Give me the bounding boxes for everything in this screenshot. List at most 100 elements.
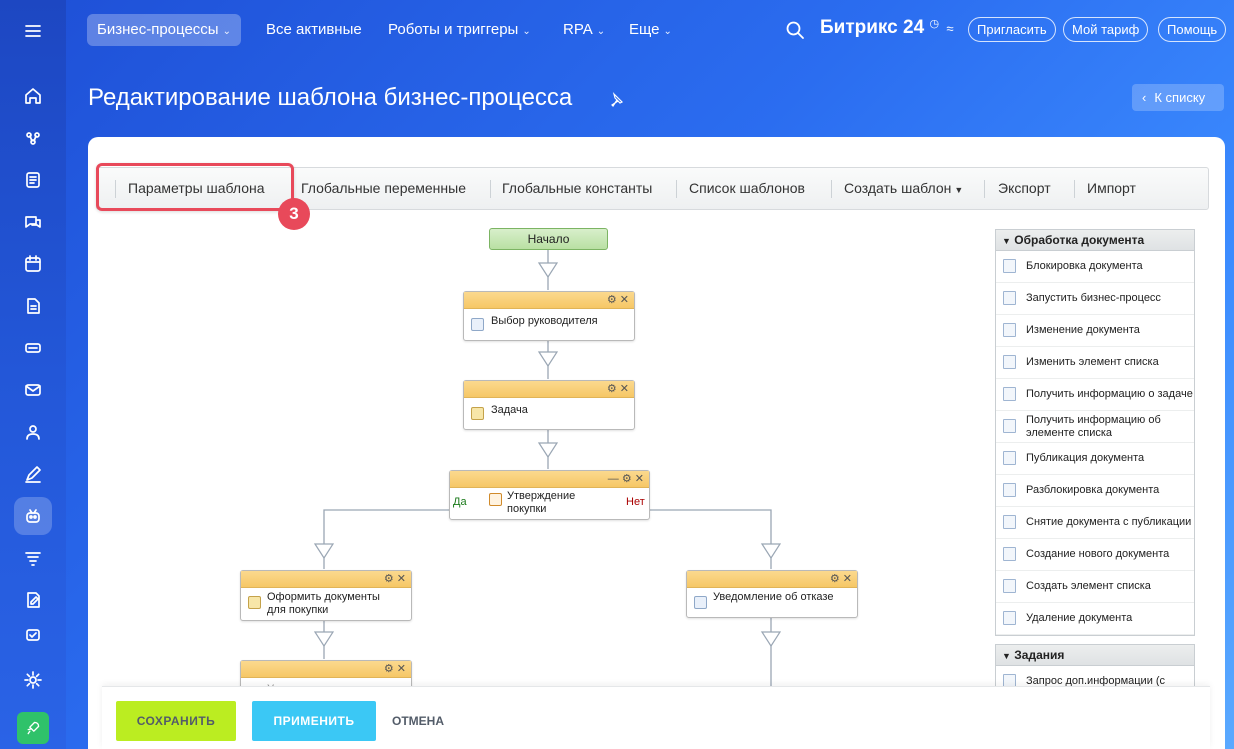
my-tariff-button[interactable]: Мой тариф: [1063, 17, 1149, 42]
activity-controls[interactable]: ⚙ ✕: [383, 663, 406, 675]
new-document-icon: [1003, 547, 1016, 561]
activity-icon: [1003, 291, 1016, 305]
chevron-down-icon: ⌄: [222, 26, 231, 37]
top-navigation: Бизнес-процессы⌄ Все активные Роботы и т…: [66, 0, 1234, 60]
document-icon[interactable]: [14, 287, 52, 325]
apply-button[interactable]: ПРИМЕНИТЬ: [252, 701, 376, 741]
workflow-icon[interactable]: [14, 119, 52, 157]
export-button[interactable]: Экспорт: [998, 180, 1051, 196]
delete-document-icon: [1003, 611, 1016, 625]
activity-task[interactable]: ⚙ ✕ Задача: [463, 380, 635, 430]
chevron-down-icon: ⌄: [522, 26, 531, 37]
editor-card: Параметры шаблона Глобальные переменные …: [88, 137, 1225, 749]
help-button[interactable]: Помощь: [1158, 17, 1227, 42]
chat-icon[interactable]: [14, 203, 52, 241]
list-item[interactable]: Публикация документа: [996, 443, 1194, 475]
list-item[interactable]: Блокировка документа: [996, 251, 1194, 283]
clipboard-icon: [248, 596, 261, 609]
activity-controls[interactable]: — ⚙ ✕: [607, 473, 644, 485]
list-item[interactable]: Запустить бизнес-процесс: [996, 283, 1194, 315]
sign-icon[interactable]: [14, 455, 52, 493]
back-to-list-button[interactable]: ‹К списку: [1132, 84, 1224, 111]
approval-icon: [489, 493, 502, 506]
brand-logo[interactable]: Битрикс 24 ◷ ≈: [820, 17, 954, 38]
tasks-icon[interactable]: [14, 161, 52, 199]
activity-icon: [1003, 387, 1016, 401]
section-tasks[interactable]: ▼ Задания: [995, 644, 1195, 666]
section-document-processing[interactable]: ▼ Обработка документа: [995, 229, 1195, 251]
caret-down-icon: ▼: [954, 185, 964, 195]
notification-icon: [694, 596, 707, 609]
settings-sliders-icon[interactable]: ≈: [946, 21, 954, 36]
chevron-down-icon: ⌄: [596, 26, 606, 37]
robot-icon[interactable]: [14, 497, 52, 535]
list-item[interactable]: Изменение документа: [996, 315, 1194, 347]
pin-icon[interactable]: [608, 92, 624, 108]
lock-icon: [1003, 259, 1016, 273]
calendar-icon[interactable]: [14, 245, 52, 283]
nav-robots-triggers[interactable]: Роботы и триггеры⌄: [388, 21, 531, 38]
list-item[interactable]: Создание нового документа: [996, 539, 1194, 571]
list-item[interactable]: Получить информацию об элементе списка: [996, 411, 1194, 443]
list-item[interactable]: Создать элемент списка: [996, 571, 1194, 603]
nav-rpa[interactable]: RPA⌄: [563, 21, 606, 38]
unlock-icon: [1003, 483, 1016, 497]
activity-list: Блокировка документа Запустить бизнес-пр…: [995, 251, 1195, 636]
caret-down-icon: ▼: [1002, 236, 1011, 246]
left-sidebar: [0, 0, 66, 749]
save-button[interactable]: СОХРАНИТЬ: [116, 701, 236, 741]
tab-global-constants[interactable]: Глобальные константы: [502, 180, 653, 196]
invite-button[interactable]: Пригласить: [968, 17, 1056, 42]
activity-controls[interactable]: ⚙ ✕: [829, 573, 852, 585]
checklist-icon[interactable]: [14, 620, 52, 644]
process-diagram: Начало ⚙ ✕ Выбор руководителя ⚙ ✕ Задача…: [88, 217, 988, 749]
clock-icon: ◷: [929, 18, 940, 30]
activity-prepare-documents[interactable]: ⚙ ✕ Оформить документы для покупки: [240, 570, 412, 621]
cancel-button[interactable]: ОТМЕНА: [392, 714, 444, 728]
chevron-down-icon: ⌄: [663, 26, 672, 37]
tab-template-params[interactable]: Параметры шаблона: [128, 180, 265, 196]
page-title: Редактирование шаблона бизнес-процесса: [88, 84, 573, 111]
activities-panel: ▼ Обработка документа Блокировка докумен…: [995, 229, 1195, 749]
create-template-dropdown[interactable]: Создать шаблон▼: [844, 180, 964, 196]
publish-icon: [1003, 451, 1016, 465]
nav-all-active[interactable]: Все активные: [266, 21, 362, 38]
search-icon[interactable]: [785, 20, 805, 40]
settings-icon[interactable]: [14, 661, 52, 699]
unpublish-icon: [1003, 515, 1016, 529]
list-item[interactable]: Получить информацию о задаче: [996, 379, 1194, 411]
edit-document-icon[interactable]: [14, 581, 52, 619]
activity-icon: [471, 318, 484, 331]
nav-business-processes[interactable]: Бизнес-процессы⌄: [87, 14, 241, 46]
activity-reject-notice[interactable]: ⚙ ✕ Уведомление об отказе: [686, 570, 858, 618]
nav-more[interactable]: Еще⌄: [629, 21, 672, 38]
highlight-frame: [96, 163, 294, 211]
activity-icon: [1003, 579, 1016, 593]
activity-icon: [1003, 355, 1016, 369]
activity-approval[interactable]: — ⚙ ✕ Утверждение покупки Да Нет: [449, 470, 650, 520]
chevron-left-icon: ‹: [1142, 90, 1147, 105]
activity-select-manager[interactable]: ⚙ ✕ Выбор руководителя: [463, 291, 635, 341]
activity-controls[interactable]: ⚙ ✕: [606, 294, 629, 306]
contacts-icon[interactable]: [14, 413, 52, 451]
tab-template-list[interactable]: Список шаблонов: [689, 180, 805, 196]
list-item[interactable]: Удаление документа: [996, 603, 1194, 635]
home-icon[interactable]: [14, 77, 52, 115]
start-node[interactable]: Начало: [489, 228, 608, 250]
caret-down-icon: ▼: [1002, 651, 1011, 661]
drive-icon[interactable]: [14, 329, 52, 367]
rocket-icon[interactable]: [17, 712, 49, 744]
action-bar: СОХРАНИТЬ ПРИМЕНИТЬ ОТМЕНА: [102, 686, 1210, 749]
activity-controls[interactable]: ⚙ ✕: [383, 573, 406, 585]
activity-icon: [1003, 419, 1016, 433]
list-item[interactable]: Разблокировка документа: [996, 475, 1194, 507]
diagram-connectors: [313, 250, 782, 687]
list-item[interactable]: Изменить элемент списка: [996, 347, 1194, 379]
tab-global-variables[interactable]: Глобальные переменные: [301, 180, 466, 196]
activity-controls[interactable]: ⚙ ✕: [606, 383, 629, 395]
import-button[interactable]: Импорт: [1087, 180, 1136, 196]
list-item[interactable]: Снятие документа с публикации: [996, 507, 1194, 539]
funnel-icon[interactable]: [14, 539, 52, 577]
menu-icon[interactable]: [14, 12, 52, 50]
mail-icon[interactable]: [14, 371, 52, 409]
